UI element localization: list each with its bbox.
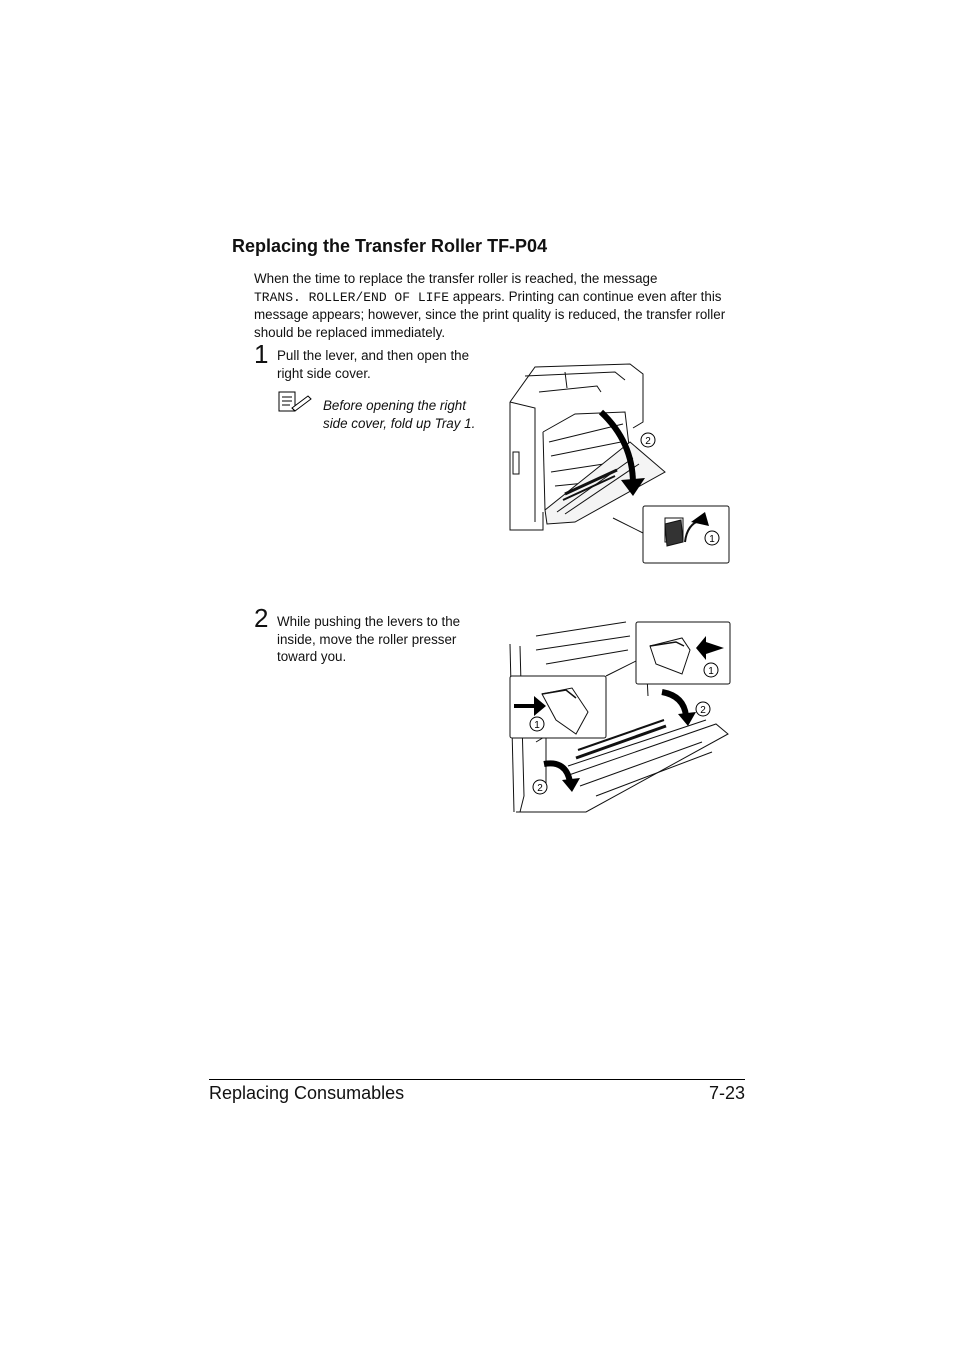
printer-open-cover-illustration: 2 1 [509,363,730,564]
roller-presser-illustration: 1 1 2 2 [509,621,731,813]
callout-2-right: 2 [700,705,706,716]
step-2-text: While pushing the levers to the inside, … [277,614,461,665]
step-1-number: 1 [254,339,269,369]
callout-2: 2 [645,436,651,447]
intro-message: TRANS. ROLLER/END OF LIFE [254,289,450,305]
intro-text-before: When the time to replace the transfer ro… [254,271,658,286]
note-icon [278,391,312,412]
footer-chapter: Replacing Consumables [209,1083,405,1103]
callout-1: 1 [709,534,715,545]
section-title: Replacing the Transfer Roller TF-P04 [232,236,548,256]
footer-page-number: 7-23 [708,1083,745,1103]
step-2-number: 2 [254,603,269,633]
callout-1-left: 1 [534,720,540,731]
intro-paragraph: When the time to replace the transfer ro… [254,270,744,341]
callout-1-right: 1 [708,666,714,677]
intro-text-after: appears. Printing can continue even afte… [254,288,726,340]
step-1-text: Pull the lever, and then open the right … [277,348,470,381]
footer-rule [209,1079,745,1080]
step-1-note: Before opening the right side cover, fol… [323,398,476,431]
callout-2-left: 2 [537,783,543,794]
